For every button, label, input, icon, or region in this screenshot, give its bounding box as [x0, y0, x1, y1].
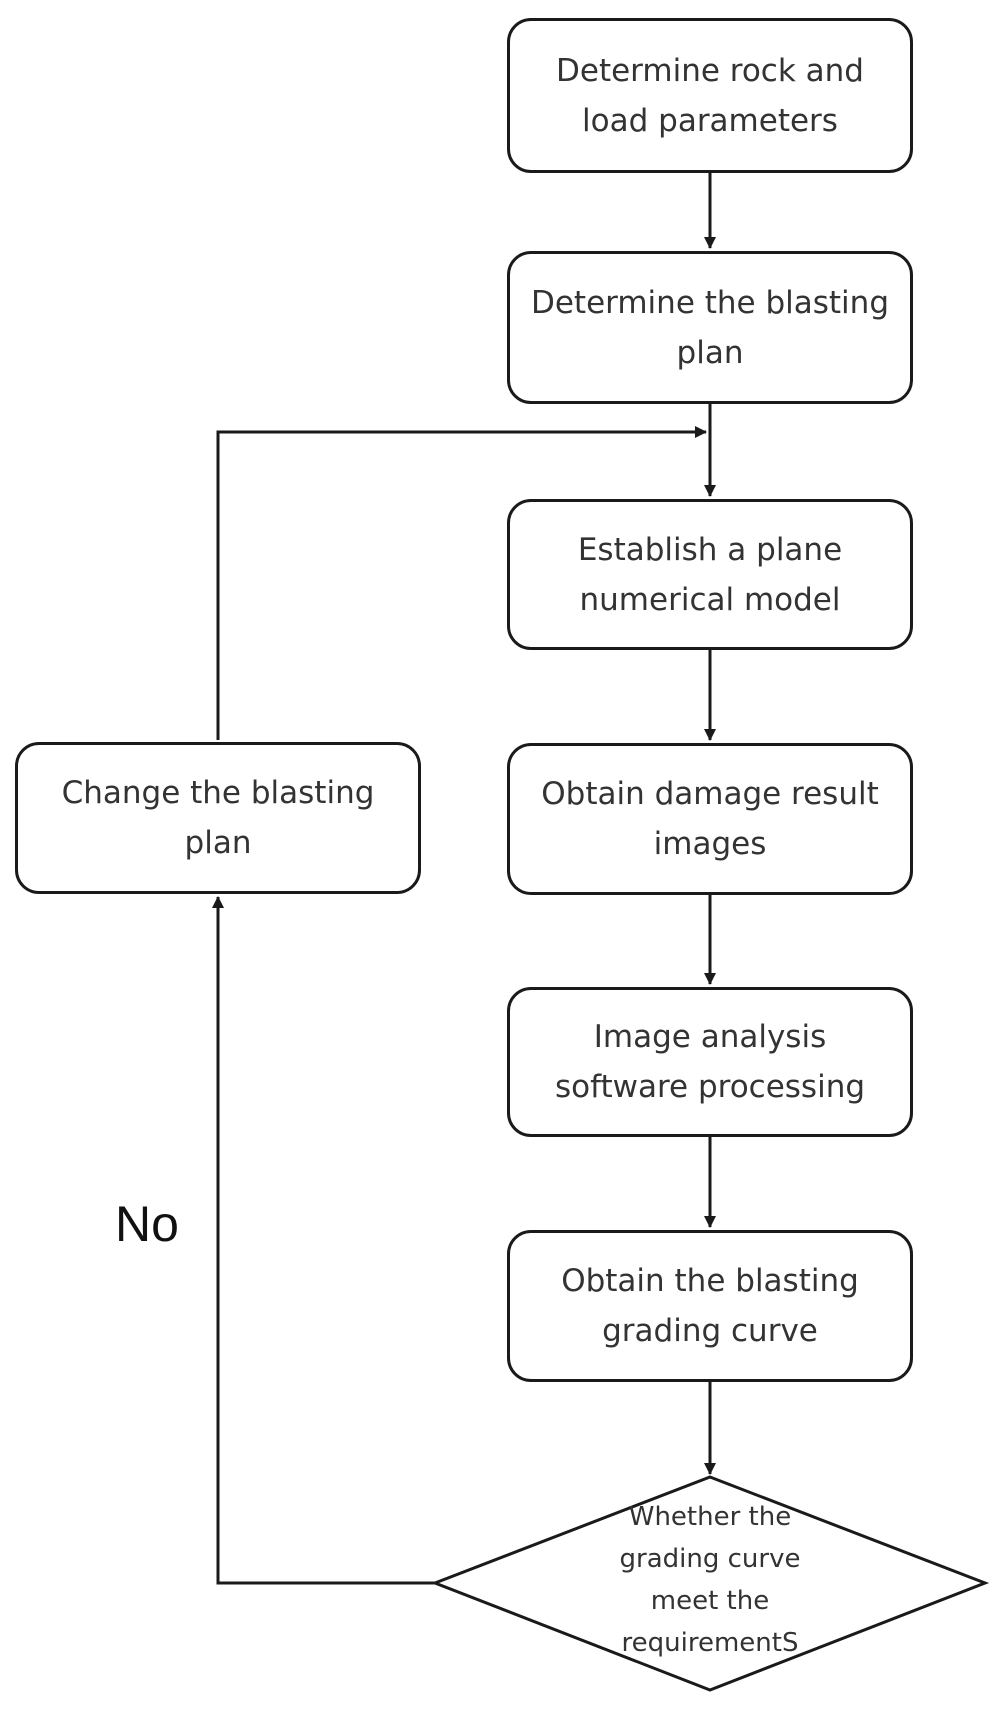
step-obtain-damage-images: Obtain damage result images: [507, 743, 913, 895]
decision-label: Whether the grading curve meet the requi…: [575, 1495, 845, 1665]
step-determine-blasting-plan: Determine the blasting plan: [507, 251, 913, 404]
step-determine-rock-load: Determine rock and load parameters: [507, 18, 913, 173]
no-branch-label: No: [115, 1196, 179, 1252]
arrow-decision-to-change: [212, 896, 435, 1585]
decision-line-4: requirementS: [621, 1628, 799, 1658]
decision-diamond: [430, 1475, 990, 1692]
step-establish-model: Establish a plane numerical model: [507, 499, 913, 650]
step-image-analysis: Image analysis software processing: [507, 987, 913, 1137]
step-obtain-grading-curve: Obtain the blasting grading curve: [507, 1230, 913, 1382]
decision-line-3: meet the: [650, 1586, 770, 1616]
step-change-blasting-plan: Change the blasting plan: [15, 742, 421, 894]
decision-line-1: Whether the: [628, 1502, 792, 1532]
decision-line-2: grading curve: [619, 1544, 801, 1574]
arrow-change-to-main: [216, 426, 707, 740]
